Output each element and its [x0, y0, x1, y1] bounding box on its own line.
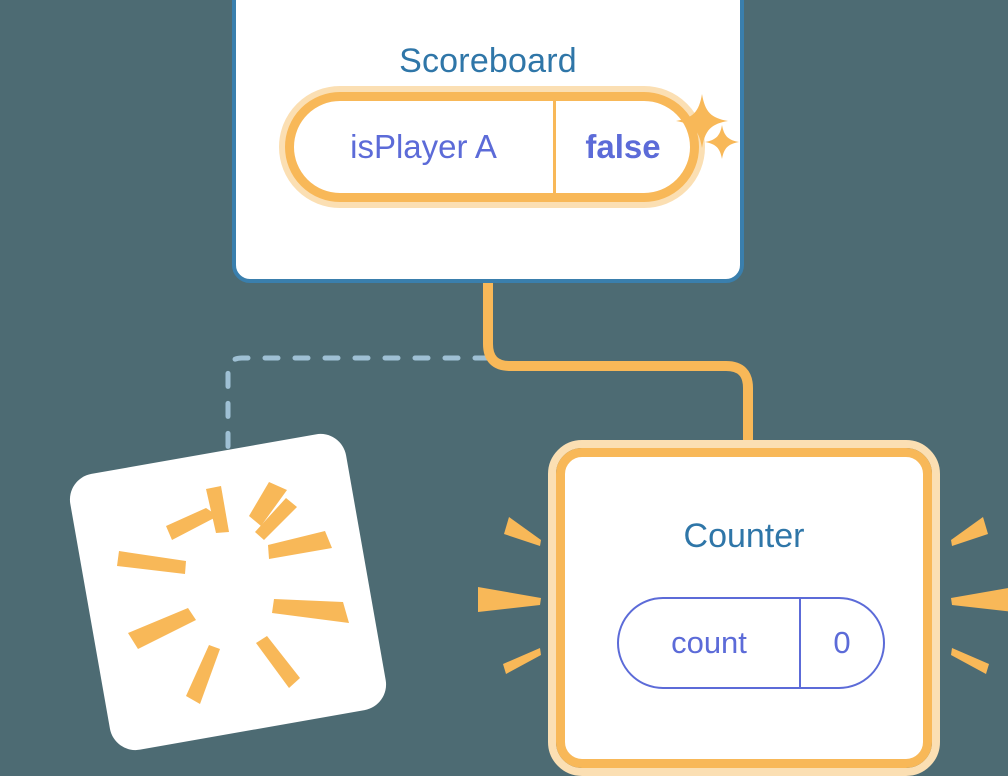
scoreboard-title: Scoreboard	[399, 42, 577, 80]
counter-pill-divider	[799, 599, 801, 687]
scoreboard-property-pill[interactable]: isPlayer A false	[285, 92, 699, 202]
counter-title: Counter	[683, 517, 805, 555]
scoreboard-property-key: isPlayer A	[350, 128, 497, 165]
counter-property-key: count	[671, 625, 747, 660]
counter-property-pill[interactable]: count 0	[617, 597, 885, 689]
burst-card[interactable]	[65, 429, 391, 755]
counter-card[interactable]: Counter count 0	[556, 448, 932, 768]
solid-connector-path	[483, 270, 753, 462]
connector-layer	[225, 270, 753, 481]
scoreboard-pill-divider	[553, 101, 556, 193]
diagram-canvas: Scoreboard isPlayer A false Counter coun…	[65, 0, 1008, 776]
dashed-connector-path	[225, 355, 491, 481]
scoreboard-card[interactable]: Scoreboard isPlayer A false	[232, 0, 744, 283]
scoreboard-property-value: false	[585, 128, 661, 165]
counter-property-value: 0	[833, 625, 851, 660]
